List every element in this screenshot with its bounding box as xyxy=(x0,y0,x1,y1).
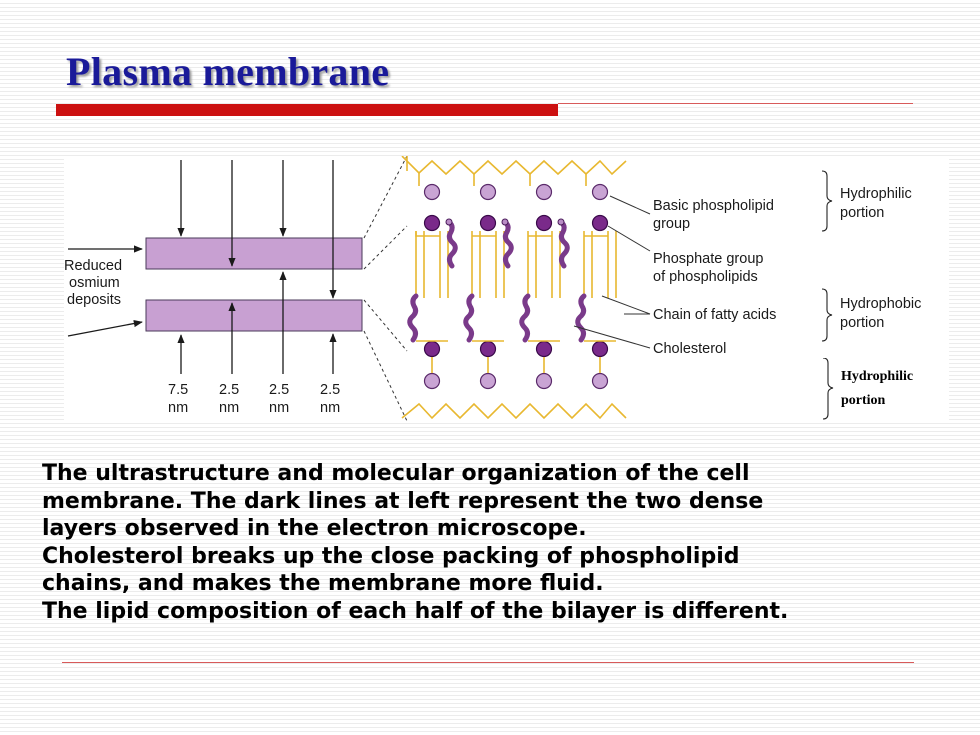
label-phosphate-line-2: of phospholipids xyxy=(653,269,758,285)
measurement-1-value: 7.5 xyxy=(168,382,188,398)
caption-line-6: The lipid composition of each half of th… xyxy=(42,598,789,624)
bracket-bottom-line-1: Hydrophilic xyxy=(841,369,913,384)
left-label-line-1: Reduced xyxy=(64,258,122,274)
bottom-hydrophilic-annotation: Hydrophilic portion xyxy=(819,358,949,421)
measurement-4-unit: nm xyxy=(320,400,340,416)
bottom-rule xyxy=(62,662,914,663)
caption-line-5: chains, and makes the membrane more flui… xyxy=(42,571,604,596)
label-basic-phospholipid-line-2: group xyxy=(653,216,690,232)
title-underline-bar xyxy=(56,104,558,116)
measurement-1-unit: nm xyxy=(168,400,188,416)
caption-line-3: layers observed in the electron microsco… xyxy=(42,516,587,541)
lipid-bilayer xyxy=(401,156,627,420)
bottom-brace xyxy=(822,358,834,420)
left-label-line-2: osmium xyxy=(69,275,120,291)
leader-lines xyxy=(573,195,651,349)
brace-brackets xyxy=(821,170,833,342)
caption-line-1: The ultrastructure and molecular organiz… xyxy=(42,461,750,486)
measurement-arrows xyxy=(177,160,337,374)
deposit-arrow-bottom xyxy=(67,319,143,337)
measurement-2-unit: nm xyxy=(219,400,239,416)
bracket-middle-line-2: portion xyxy=(840,315,884,331)
inner-deposit-layer xyxy=(145,299,363,332)
bracket-top-line-1: Hydrophilic xyxy=(840,186,912,202)
label-fatty-acids: Chain of fatty acids xyxy=(653,307,776,323)
measurement-2-value: 2.5 xyxy=(219,382,239,398)
caption-line-4: Cholesterol breaks up the close packing … xyxy=(42,543,740,569)
measurement-3-unit: nm xyxy=(269,400,289,416)
membrane-diagram-svg: Reduced osmium deposits 7.5 nm 2.5 nm 2.… xyxy=(64,156,921,421)
bracket-top-line-2: portion xyxy=(840,205,884,221)
slide-title: Plasma membrane xyxy=(66,49,390,94)
title-underline-rule xyxy=(558,103,913,104)
measurement-4-value: 2.5 xyxy=(320,382,340,398)
bracket-middle-line-1: Hydrophobic xyxy=(840,296,921,312)
measurement-3-value: 2.5 xyxy=(269,382,289,398)
bracket-bottom-line-2: portion xyxy=(841,393,886,408)
label-cholesterol: Cholesterol xyxy=(653,341,726,357)
caption-text: The ultrastructure and molecular organiz… xyxy=(42,460,972,625)
membrane-diagram: Reduced osmium deposits 7.5 nm 2.5 nm 2.… xyxy=(64,156,949,421)
left-label-line-3: deposits xyxy=(67,292,121,308)
outer-deposit-layer xyxy=(145,237,363,270)
label-basic-phospholipid-line-1: Basic phospholipid xyxy=(653,198,774,214)
zoom-lines xyxy=(363,156,408,421)
caption-line-2: membrane. The dark lines at left represe… xyxy=(42,488,764,514)
label-phosphate-line-1: Phosphate group xyxy=(653,251,763,267)
